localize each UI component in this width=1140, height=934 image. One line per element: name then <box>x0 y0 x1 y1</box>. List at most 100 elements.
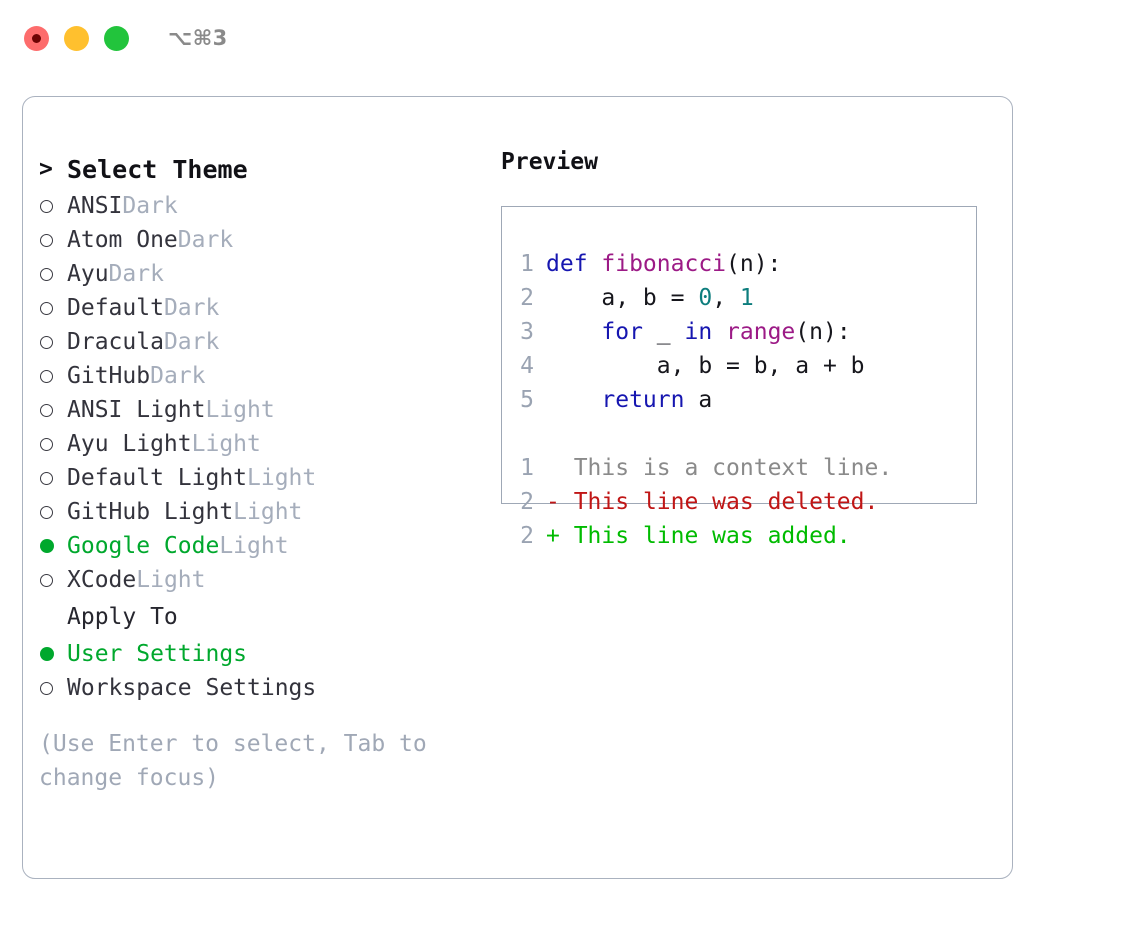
code-line-content: a, b = 0, 1 <box>546 281 753 315</box>
radio-selected-icon <box>40 647 54 661</box>
preview-title: Preview <box>501 149 598 175</box>
radio-unselected-icon <box>40 681 53 695</box>
theme-list-item[interactable]: Atom One Dark <box>39 223 469 257</box>
theme-list-item[interactable]: Dracula Dark <box>39 325 469 359</box>
radio-unselected-icon-wrap <box>39 437 67 451</box>
minimize-button[interactable] <box>64 25 89 51</box>
radio-unselected-icon <box>40 437 53 451</box>
code-line: 5 return a <box>502 383 976 417</box>
apply-to-option[interactable]: User Settings <box>39 637 469 671</box>
theme-name-label: GitHub <box>67 363 151 389</box>
theme-list-item[interactable]: Ayu Dark <box>39 257 469 291</box>
theme-name-label: GitHub Light <box>67 499 234 525</box>
code-token-plain: _ <box>642 319 685 345</box>
code-token-plain <box>546 319 601 345</box>
diff-text: This line was deleted. <box>559 489 879 515</box>
code-token-kw: return <box>601 387 685 413</box>
code-token-kw: for <box>601 319 643 345</box>
theme-list-item[interactable]: GitHub Dark <box>39 359 469 393</box>
theme-name-label: XCode <box>67 567 137 593</box>
select-theme-header: > Select Theme <box>39 149 469 189</box>
radio-unselected-icon <box>40 403 53 417</box>
theme-kind-label: Light <box>233 499 303 525</box>
theme-list-item[interactable]: GitHub Light Light <box>39 495 469 529</box>
diff-line-number: 2 <box>520 489 534 515</box>
code-token-plain: a, b = b, a + b <box>546 353 865 379</box>
theme-kind-label: Dark <box>108 261 164 287</box>
theme-kind-label: Light <box>205 397 275 423</box>
theme-list-item[interactable]: XCode Light <box>39 563 469 597</box>
radio-unselected-icon-wrap <box>39 573 67 587</box>
theme-list-item[interactable]: Default Dark <box>39 291 469 325</box>
theme-kind-label: Light <box>247 465 317 491</box>
radio-unselected-icon <box>40 199 53 213</box>
diff-marker: + <box>546 523 560 549</box>
code-token-fn: fibonacci <box>601 251 727 277</box>
theme-list-item[interactable]: ANSI Light Light <box>39 393 469 427</box>
diff-line-content: - This line was deleted. <box>546 485 878 519</box>
code-line: 4 a, b = b, a + b <box>502 349 976 383</box>
theme-kind-label: Light <box>191 431 261 457</box>
theme-kind-label: Light <box>219 533 289 559</box>
radio-unselected-icon <box>40 471 53 485</box>
code-line-number: 1 <box>520 251 534 277</box>
theme-kind-label: Dark <box>177 227 234 253</box>
select-theme-label: Select Theme <box>67 154 248 184</box>
code-token-plain <box>712 319 726 345</box>
code-token-plain: a <box>684 387 713 413</box>
diff-line-number: 2 <box>520 523 534 549</box>
code-line-number: 5 <box>520 387 534 413</box>
diff-marker: - <box>546 489 560 515</box>
diff-text: This line was added. <box>559 523 851 549</box>
code-token-plain: (n): <box>795 319 851 345</box>
theme-list-item[interactable]: Google Code Light <box>39 529 469 563</box>
theme-list-item[interactable]: Default Light Light <box>39 461 469 495</box>
apply-to-option[interactable]: Workspace Settings <box>39 671 469 705</box>
radio-unselected-icon-wrap <box>39 369 67 383</box>
theme-name-label: Atom One <box>67 227 178 253</box>
radio-unselected-icon <box>40 369 53 383</box>
theme-list-item[interactable]: ANSI Dark <box>39 189 469 223</box>
code-line-number: 3 <box>520 319 534 345</box>
title-bar: ⌥⌘3 <box>0 0 1140 76</box>
radio-unselected-icon-wrap <box>39 681 67 695</box>
radio-unselected-icon <box>40 301 53 315</box>
code-line: 3 for _ in range(n): <box>502 315 976 349</box>
close-button[interactable] <box>24 25 49 51</box>
radio-unselected-icon-wrap <box>39 403 67 417</box>
theme-kind-label: Light <box>136 567 206 593</box>
theme-name-label: Ayu Light <box>67 431 192 457</box>
radio-unselected-icon-wrap <box>39 267 67 281</box>
radio-unselected-icon-wrap <box>39 335 67 349</box>
theme-name-label: Ayu <box>67 261 109 287</box>
diff-marker <box>546 455 560 481</box>
radio-unselected-icon <box>40 505 53 519</box>
theme-name-label: ANSI Light <box>67 397 206 423</box>
theme-kind-label: Dark <box>150 363 206 389</box>
theme-list-item[interactable]: Ayu Light Light <box>39 427 469 461</box>
code-token-plain: a, b = <box>546 285 699 311</box>
apply-to-label: Apply To <box>67 604 178 630</box>
radio-unselected-icon <box>40 233 53 247</box>
diff-line-number: 1 <box>520 455 534 481</box>
recording-indicator-icon <box>32 33 41 43</box>
code-diff-separator <box>502 417 976 451</box>
maximize-button[interactable] <box>104 25 129 51</box>
theme-name-label: Google Code <box>67 533 220 559</box>
code-token-plain: (n): <box>726 251 782 277</box>
radio-selected-icon <box>40 539 54 553</box>
code-line-number: 2 <box>520 285 534 311</box>
theme-name-label: ANSI <box>67 193 123 219</box>
code-token-kw: def <box>546 251 602 277</box>
apply-to-header: Apply To <box>39 597 469 637</box>
diff-line: 2 + This line was added. <box>502 519 976 553</box>
code-line-content: def fibonacci(n): <box>546 247 781 281</box>
code-line: 2 a, b = 0, 1 <box>502 281 976 315</box>
diff-text: This is a context line. <box>559 455 893 481</box>
